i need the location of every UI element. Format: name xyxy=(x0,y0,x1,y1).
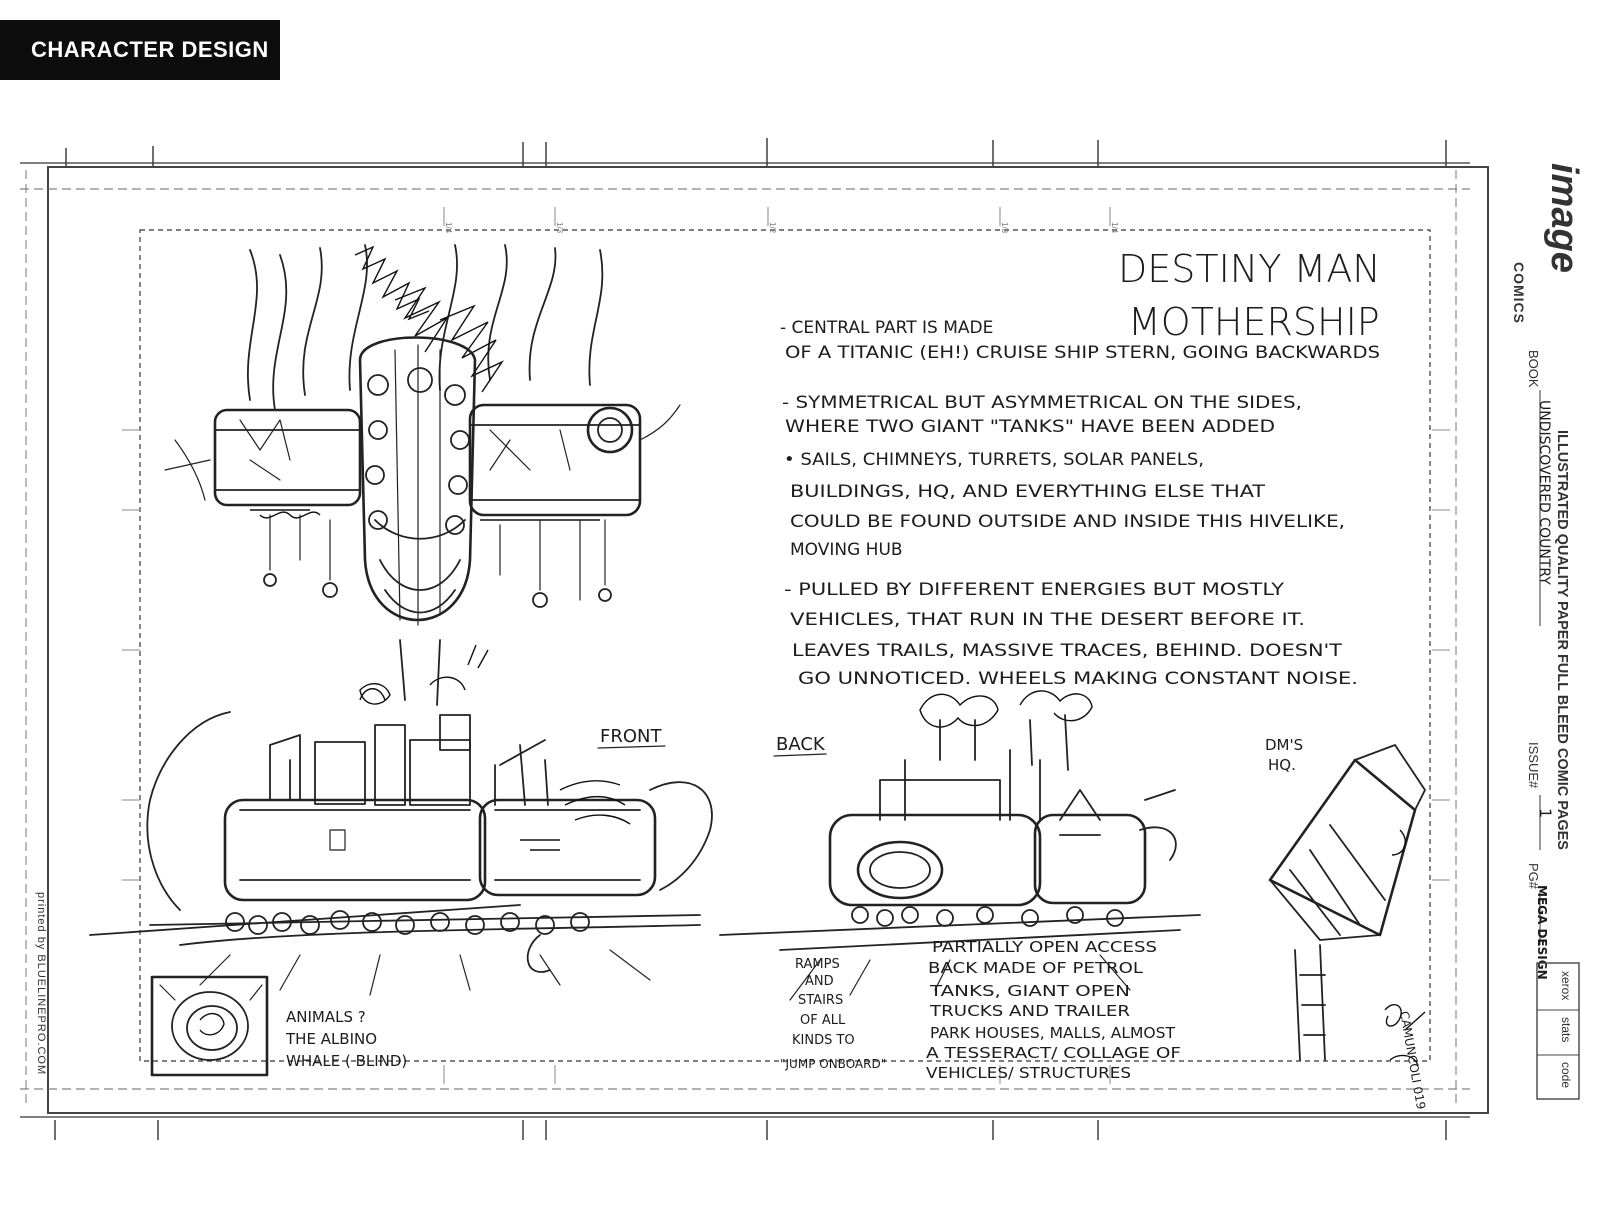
section-title: CHARACTER DESIGN xyxy=(31,37,269,62)
note-2-line1: - SYMMETRICAL BUT ASYMMETRICAL ON THE SI… xyxy=(782,393,1302,413)
access-line7: VEHICLES/ STRUCTURES xyxy=(926,1064,1131,1082)
ramps-line2: AND xyxy=(805,974,834,989)
mothership-back-sketch: BACK xyxy=(719,690,1201,1001)
section-header: CHARACTER DESIGN xyxy=(0,20,280,80)
note-1-line2: OF A TITANIC (EH!) CRUISE SHIP STERN, GO… xyxy=(785,343,1380,363)
signature-text: CAMUNCOLI 019 xyxy=(1397,1010,1428,1110)
publisher-sub: COMICS xyxy=(1511,262,1527,324)
ruler-mark: 1/3 xyxy=(555,222,564,234)
sheet-frame: 1/4 1/3 1/2 1/3 1/4 xyxy=(20,138,1489,1140)
animals-line1: ANIMALS ? xyxy=(286,1008,366,1026)
book-label: BOOK xyxy=(1526,350,1541,388)
access-line5: PARK HOUSES, MALLS, ALMOST xyxy=(930,1024,1176,1042)
note-2-line2: WHERE TWO GIANT "TANKS" HAVE BEEN ADDED xyxy=(785,417,1275,437)
animals-note: ANIMALS ? THE ALBINO WHALE ( BLIND) xyxy=(285,1008,407,1070)
hq-label-line1: DM'S xyxy=(1265,736,1303,754)
access-line4: TRUCKS AND TRAILER xyxy=(929,1002,1130,1020)
mothership-top-sketch xyxy=(164,244,681,706)
hq-label-line2: HQ. xyxy=(1268,756,1296,774)
ramps-line1: RAMPS xyxy=(795,957,840,972)
ruler-mark: 1/4 xyxy=(1110,222,1119,234)
front-label: FRONT xyxy=(600,726,662,747)
page-value: MEGA DESIGN xyxy=(1535,885,1549,980)
animals-line3: WHALE ( BLIND) xyxy=(286,1052,407,1070)
page-label: PG# xyxy=(1526,863,1541,890)
animals-line2: THE ALBINO xyxy=(285,1030,377,1048)
issue-label: ISSUE# xyxy=(1526,742,1541,789)
book-value: UNDISCOVERED COUNTRY xyxy=(1536,400,1552,585)
print-info-strip: image COMICS ILLUSTRATED QUALITY PAPER F… xyxy=(1511,163,1585,1100)
stats-box: stats xyxy=(1559,1017,1573,1042)
access-line3: TANKS, GIANT OPEN xyxy=(929,982,1130,1000)
artist-signature: CAMUNCOLI 019 xyxy=(1384,1004,1428,1110)
access-line1: PARTIALLY OPEN ACCESS xyxy=(932,938,1157,956)
note-3-line2: BUILDINGS, HQ, AND EVERYTHING ELSE THAT xyxy=(790,482,1266,502)
access-note: PARTIALLY OPEN ACCESS BACK MADE OF PETRO… xyxy=(926,938,1181,1082)
note-3-line4: MOVING HUB xyxy=(790,540,903,560)
note-4-line4: GO UNNOTICED. WHEELS MAKING CONSTANT NOI… xyxy=(798,669,1358,689)
ramps-line4: OF ALL xyxy=(800,1013,846,1028)
mothership-front-sketch: FRONT xyxy=(89,644,713,996)
note-1-line1: - CENTRAL PART IS MADE xyxy=(780,318,993,338)
note-4-line2: VEHICLES, THAT RUN IN THE DESERT BEFORE … xyxy=(790,610,1305,630)
dm-hq-sketch: DM'S HQ. xyxy=(1265,736,1426,1061)
ramps-line6: "JUMP ONBOARD" xyxy=(780,1057,886,1071)
publisher-logo: image xyxy=(1543,163,1585,273)
note-4-line3: LEAVES TRAILS, MASSIVE TRACES, BEHIND. D… xyxy=(792,641,1343,661)
notes-title-line2: MOTHERSHIP xyxy=(1128,300,1380,344)
note-3-line3: COULD BE FOUND OUTSIDE AND INSIDE THIS H… xyxy=(790,512,1345,532)
paper-label: ILLUSTRATED QUALITY PAPER FULL BLEED COM… xyxy=(1554,430,1570,850)
printer-credit: printed by BLUELINEPRO.COM xyxy=(35,892,47,1075)
ruler-mark: 1/2 xyxy=(768,222,777,234)
xerox-box: xerox xyxy=(1559,971,1573,1000)
issue-value: 1 xyxy=(1536,808,1555,818)
design-notes: DESTINY MAN MOTHERSHIP - CENTRAL PART IS… xyxy=(780,247,1381,689)
access-line2: BACK MADE OF PETROL xyxy=(928,959,1144,977)
note-4-line1: - PULLED BY DIFFERENT ENERGIES BUT MOSTL… xyxy=(784,580,1285,600)
albino-whale-sketch xyxy=(150,975,269,1077)
ramps-line3: STAIRS xyxy=(798,993,843,1008)
ramps-note: RAMPS AND STAIRS OF ALL KINDS TO "JUMP O… xyxy=(780,957,886,1071)
ruler-mark: 1/3 xyxy=(1000,222,1009,234)
ruler-mark: 1/4 xyxy=(444,222,453,234)
ramps-line5: KINDS TO xyxy=(792,1033,855,1048)
notes-title-line1: DESTINY MAN xyxy=(1118,247,1381,291)
back-label: BACK xyxy=(776,734,826,755)
access-line6: A TESSERACT/ COLLAGE OF xyxy=(926,1044,1181,1062)
note-3-line1: • SAILS, CHIMNEYS, TURRETS, SOLAR PANELS… xyxy=(784,450,1204,470)
code-box: code xyxy=(1559,1062,1573,1088)
